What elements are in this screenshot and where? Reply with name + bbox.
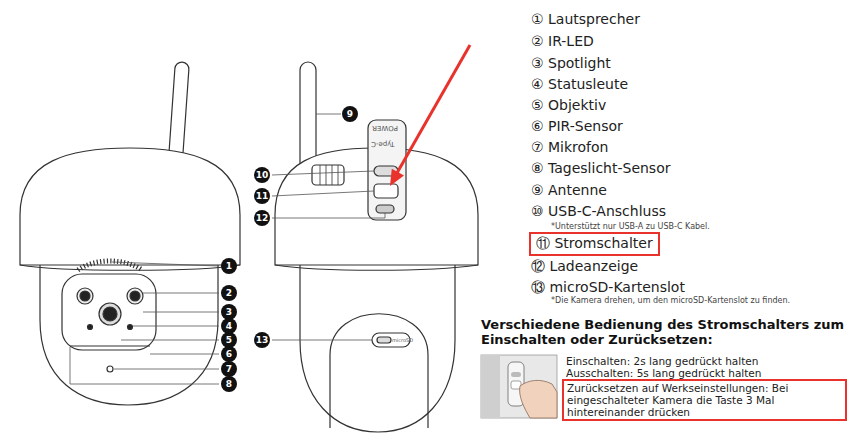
leader-lines [70, 114, 385, 384]
callout-number: 12 [254, 210, 270, 226]
part-name: ⑫ Ladeanzeige [531, 258, 638, 275]
callout-number: 11 [254, 188, 270, 204]
part-name: ⑩ USB-C-Anschluss [531, 203, 666, 220]
callout-number: 8 [221, 376, 237, 392]
highlight-box: ⑪ Stromschalter [529, 232, 660, 256]
part-name: ③ Spotlight [531, 55, 611, 72]
face-panel [62, 274, 156, 350]
slot-print: microSD [392, 337, 413, 343]
part-name: ⑧ Tageslicht-Sensor [531, 160, 671, 177]
speaker-grill [78, 261, 142, 270]
instruction: Einschalten: 2s lang gedrückt halten [566, 355, 758, 368]
power-button [374, 184, 398, 198]
callout-number: 13 [254, 332, 270, 348]
inset-photo [481, 355, 557, 418]
part-name: ⑥ PIR-Sensor [531, 118, 623, 135]
antenna-hinge [312, 165, 344, 185]
note: *Die Kamera drehen, um den microSD-Karte… [551, 296, 790, 306]
callout-number: 10 [254, 167, 270, 183]
part-name: ④ Statusleute [531, 76, 628, 93]
camera-base [40, 262, 218, 405]
callout-number: 2 [221, 285, 237, 301]
callout-number: 1 [221, 258, 237, 274]
part-name: ⑬ microSD-Kartenslot [531, 279, 685, 296]
callout-number: 9 [342, 106, 358, 122]
note: *Unterstützt nur USB-A zu USB-C Kabel. [551, 222, 710, 232]
camera-base [300, 262, 455, 432]
mirrored-print: Type-C [371, 140, 395, 148]
callout-number: 6 [221, 346, 237, 362]
charge-led [376, 205, 394, 213]
mirrored-print: POWER [372, 124, 398, 132]
part-name: ② IR-LED [531, 33, 594, 50]
part-name: ⑨ Antenne [531, 182, 607, 199]
red-arrow [390, 45, 470, 186]
part-name: ⑤ Objektiv [531, 97, 606, 114]
instruction: Ausschalten: 5s lang gedrückt halten [566, 367, 761, 380]
part-name: ① Lautsprecher [531, 11, 640, 28]
callout-number: 7 [221, 361, 237, 377]
section-heading: Verschiedene Bedienung des Stromschalter… [481, 318, 849, 348]
antenna [169, 62, 190, 161]
camera-dome [20, 148, 240, 265]
highlight-box: Zurücksetzen auf Werkseinstellungen: Bei… [562, 379, 847, 421]
part-name: ⑦ Mikrofon [531, 139, 608, 156]
box-text: ⑪ Stromschalter [536, 235, 653, 253]
box-text: Zurücksetzen auf Werkseinstellungen: Bei… [567, 382, 842, 418]
